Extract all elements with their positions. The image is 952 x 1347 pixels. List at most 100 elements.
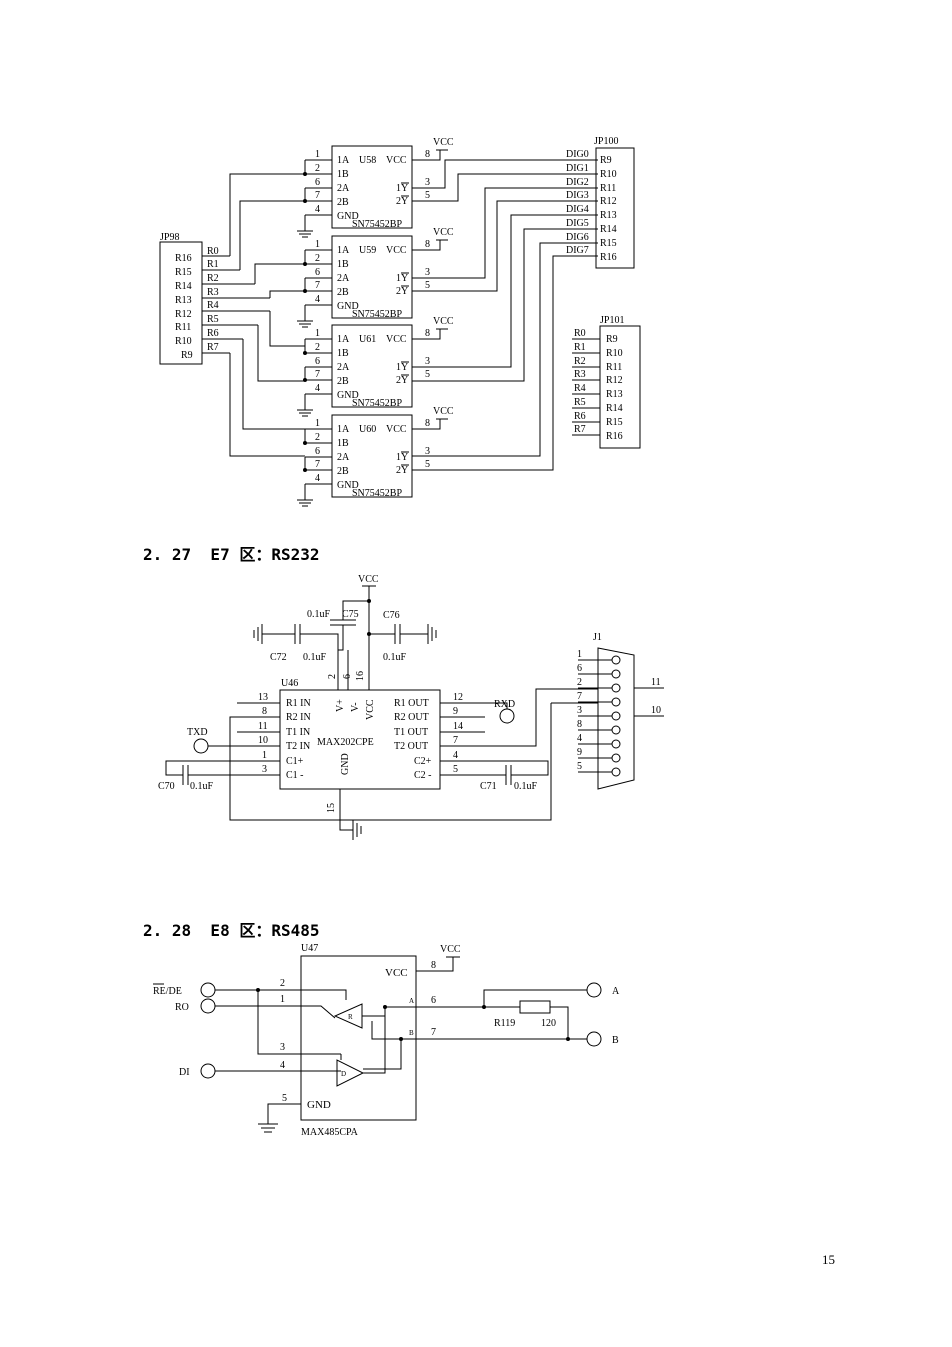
jp100-net: DIG6 (566, 232, 589, 243)
pin-number: 8 (262, 706, 267, 717)
resistor-ref: R119 (494, 1018, 515, 1029)
pin-label: 1Y (396, 273, 408, 284)
cap-value: 0.1uF (383, 652, 407, 663)
chip-part: MAX202CPE (317, 737, 374, 748)
ro-terminal (200, 998, 216, 1014)
jp100-net: DIG2 (566, 177, 589, 188)
vcc-label: VCC (433, 227, 454, 238)
pin-number: 7 (315, 459, 320, 470)
jp98-pin: R15 (175, 267, 192, 278)
jp98-net: R5 (207, 314, 219, 325)
pin-label: 1A (337, 334, 350, 345)
pin-number: 1 (315, 239, 320, 250)
section-heading-e7: 2. 27 E7 区：RS232 (143, 545, 320, 564)
jp100-net: DIG3 (566, 190, 589, 201)
cap-ref: C72 (270, 652, 287, 663)
pin-number: 11 (258, 721, 268, 732)
pin-label: 2Y (396, 465, 408, 476)
pin-label: 2Y (396, 196, 408, 207)
pin-number: 6 (315, 267, 320, 278)
jp100-net: DIG4 (566, 204, 589, 215)
pin-number: 3 (577, 705, 582, 716)
jp98-net: R6 (207, 328, 219, 339)
jp98-pin: R16 (175, 253, 192, 264)
jp98-pin: R14 (175, 281, 192, 292)
jp100-net: DIG1 (566, 163, 589, 174)
pin-number: 9 (453, 706, 458, 717)
pin-number: 1 (315, 149, 320, 160)
jp98-ref: JP98 (160, 232, 179, 243)
chip-u59: 1A 1B 2A 2B GND U59 VCC 1Y 2Y SN75452BP … (297, 227, 454, 328)
pin-label: 1Y (396, 362, 408, 373)
pin-label: 1B (337, 169, 349, 180)
part-type: SN75452BP (352, 488, 402, 499)
pin-number: 5 (425, 280, 430, 291)
b-terminal (586, 1031, 602, 1047)
jp101-pin: R16 (606, 431, 623, 442)
vcc-label: VCC (358, 574, 379, 585)
pin-number: 5 (425, 459, 430, 470)
pin-number: 3 (425, 267, 430, 278)
jp101-net: R5 (574, 397, 586, 408)
page-number: 15 (822, 1252, 835, 1267)
jp100-pin: R12 (600, 196, 617, 207)
pin-number: 2 (327, 674, 338, 679)
pin-label: C2 - (414, 770, 432, 781)
pin-number: 2 (280, 978, 285, 989)
inner-b-label: B (409, 1029, 414, 1037)
pin-label: 2B (337, 466, 349, 477)
pin-number: 12 (453, 692, 463, 703)
pin-number: 2 (315, 432, 320, 443)
pin-label: 2B (337, 287, 349, 298)
cap-value: 0.1uF (303, 652, 327, 663)
pin-number: 8 (425, 149, 430, 160)
pin-label: 1B (337, 348, 349, 359)
pin-number: 3 (425, 177, 430, 188)
pin-number: 4 (280, 1060, 285, 1071)
vcc-pin-label: VCC (385, 967, 408, 979)
chip-ref: U58 (359, 155, 376, 166)
jp101-net: R2 (574, 356, 586, 367)
pin-label: 2A (337, 362, 350, 373)
header-jp101: JP101 R0 R1 R2 R3 R4 R5 R6 R7 R9 R10 R11… (572, 315, 641, 449)
jp101-net: R7 (574, 424, 586, 435)
gnd-label: GND (337, 480, 359, 491)
pin-number: 3 (425, 446, 430, 457)
jp98-pin: R9 (181, 350, 193, 361)
chip-u60: 1A 1B 2A 2B GND U60 VCC 1Y 2Y SN75452BP … (297, 406, 454, 507)
pin-number: 8 (425, 418, 430, 429)
inner-a-label: A (409, 997, 414, 1005)
re-de-terminal (200, 982, 216, 998)
pin-number: 6 (577, 663, 582, 674)
jp98-pin: R13 (175, 295, 192, 306)
pin-label: R2 OUT (394, 712, 429, 723)
jp98-net: R0 (207, 246, 219, 257)
pin-label: 2B (337, 197, 349, 208)
jp101-pin: R14 (606, 403, 623, 414)
pin-label: C1+ (286, 756, 304, 767)
cap-value: 0.1uF (514, 781, 538, 792)
jp101-pin: R10 (606, 348, 623, 359)
pin-label: 1A (337, 155, 350, 166)
jp101-pin: R13 (606, 389, 623, 400)
pin-number: 9 (577, 747, 582, 758)
pin-label: V- (350, 702, 361, 712)
jp100-pin: R14 (600, 224, 617, 235)
pin-number: 3 (425, 356, 430, 367)
pin-label: 2A (337, 273, 350, 284)
pin-number: 5 (425, 369, 430, 380)
vcc-label: VCC (440, 944, 461, 955)
pin-number: 3 (262, 764, 267, 775)
jp100-pin: R10 (600, 169, 617, 180)
pin-number: 7 (315, 190, 320, 201)
header-jp100: JP100 DIG0 DIG1 DIG2 DIG3 DIG4 DIG5 DIG6… (566, 136, 635, 269)
cap-ref: C70 (158, 781, 175, 792)
pin-label: R1 IN (286, 698, 311, 709)
pin-number: 16 (355, 671, 366, 681)
header-jp98: JP98 R16 R15 R14 R13 R12 R11 R10 R9 R0 R… (159, 232, 270, 365)
part-type: SN75452BP (352, 398, 402, 409)
schematic-digit-drivers: JP98 R16 R15 R14 R13 R12 R11 R10 R9 R0 R… (159, 136, 641, 507)
part-type: SN75452BP (352, 219, 402, 230)
vcc-label: VCC (433, 137, 454, 148)
chip-ref: U60 (359, 424, 376, 435)
